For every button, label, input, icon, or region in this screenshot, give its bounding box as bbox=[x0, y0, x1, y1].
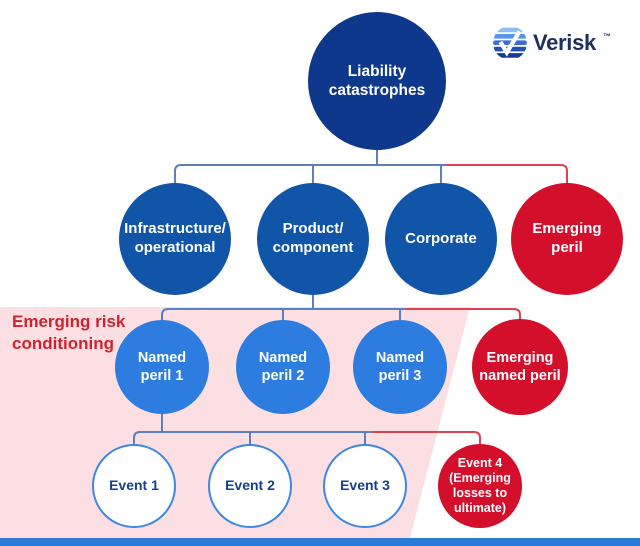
node-corporate: Corporate bbox=[385, 183, 497, 295]
trademark-symbol: ™ bbox=[603, 32, 611, 41]
node-infrastructure-operational: Infrastructure/ operational bbox=[119, 183, 231, 295]
blue-connectors bbox=[133, 149, 446, 445]
node-event-2: Event 2 bbox=[208, 444, 292, 528]
node-event-4-emerging-losses: Event 4 (Emerging losses to ultimate) bbox=[438, 444, 522, 528]
node-emerging-named-peril: Emerging named peril bbox=[472, 319, 568, 415]
node-emerging-peril: Emerging peril bbox=[511, 183, 623, 295]
verisk-wordmark: Verisk bbox=[532, 30, 596, 55]
emerging-risk-conditioning-label: Emerging risk conditioning bbox=[12, 312, 126, 353]
node-named-peril-3: Named peril 3 bbox=[353, 320, 447, 414]
node-liability-catastrophes: Liability catastrophes bbox=[308, 12, 446, 150]
verisk-logo: Verisk ™ bbox=[492, 26, 611, 60]
red-connectors bbox=[371, 164, 568, 446]
node-event-3: Event 3 bbox=[323, 444, 407, 528]
verisk-globe-check-icon bbox=[492, 27, 527, 58]
node-named-peril-2: Named peril 2 bbox=[236, 320, 330, 414]
bottom-accent-bar bbox=[0, 538, 640, 546]
node-product-component: Product/ component bbox=[257, 183, 369, 295]
node-event-1: Event 1 bbox=[92, 444, 176, 528]
node-named-peril-1: Named peril 1 bbox=[115, 320, 209, 414]
